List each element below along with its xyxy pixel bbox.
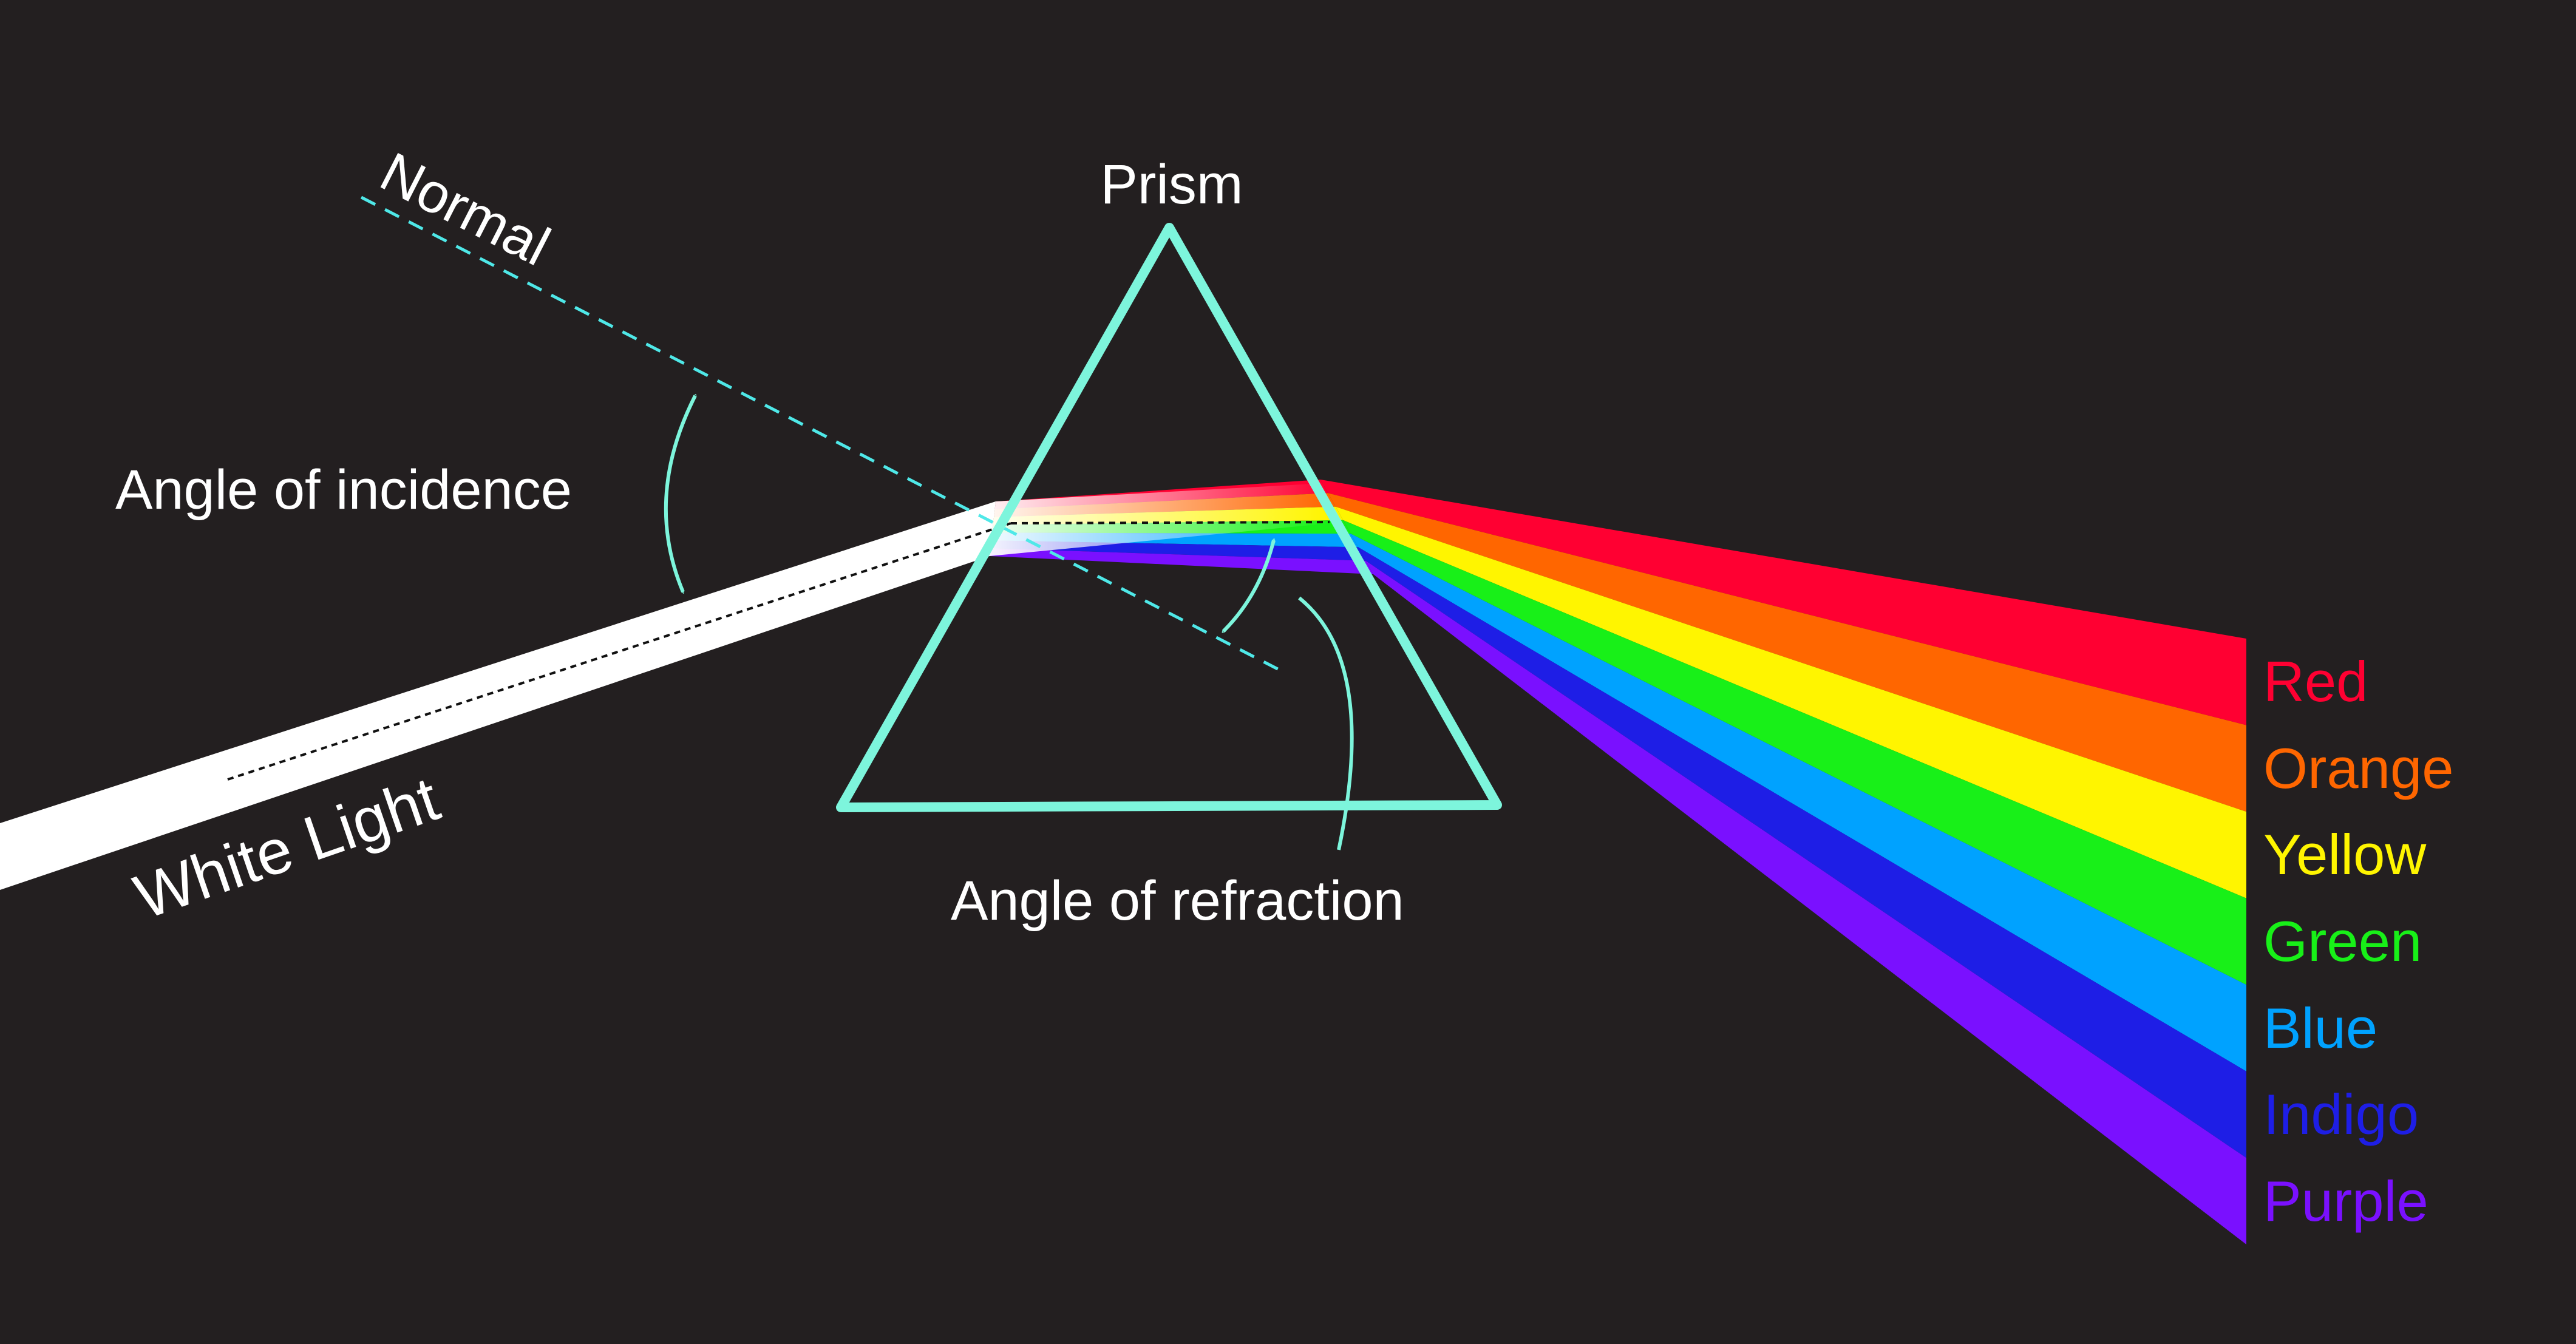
- refracted-center-line: [1010, 521, 1330, 524]
- prism-label: Prism: [1100, 154, 1243, 216]
- spectrum-band-orange: [1328, 493, 2246, 812]
- spectrum-band-red: [1320, 480, 2246, 725]
- white-beam-inside-prism: [990, 483, 1330, 556]
- color-label-red: Red: [2263, 650, 2368, 713]
- white-light-beam: [0, 501, 996, 890]
- spectrum-band-yellow: [1335, 506, 2246, 898]
- normal-line: [360, 195, 1288, 676]
- spectrum-band-green: [1343, 520, 2246, 985]
- color-label-indigo: Indigo: [2263, 1082, 2419, 1146]
- incidence-angle-arc: [664, 396, 697, 592]
- color-label-blue: Blue: [2263, 996, 2377, 1060]
- refraction-leader-line: [1298, 596, 1354, 850]
- angle-of-incidence-label: Angle of incidence: [115, 459, 572, 521]
- color-label-green: Green: [2263, 909, 2422, 973]
- spectrum-band-blue: [1350, 534, 2246, 1071]
- color-label-orange: Orange: [2263, 736, 2454, 800]
- prism-triangle: [836, 223, 1502, 812]
- spectrum-band-purple: [1365, 560, 2246, 1244]
- color-label-yellow: Yellow: [2263, 823, 2427, 886]
- refraction-angle-arc: [1223, 540, 1276, 631]
- color-label-purple: Purple: [2263, 1169, 2428, 1233]
- spectrum-band-indigo: [1358, 547, 2246, 1158]
- inner-band-purple: [990, 548, 1373, 574]
- angle-of-refraction-label: Angle of refraction: [951, 870, 1404, 932]
- spectrum-bands: [1320, 480, 2246, 1244]
